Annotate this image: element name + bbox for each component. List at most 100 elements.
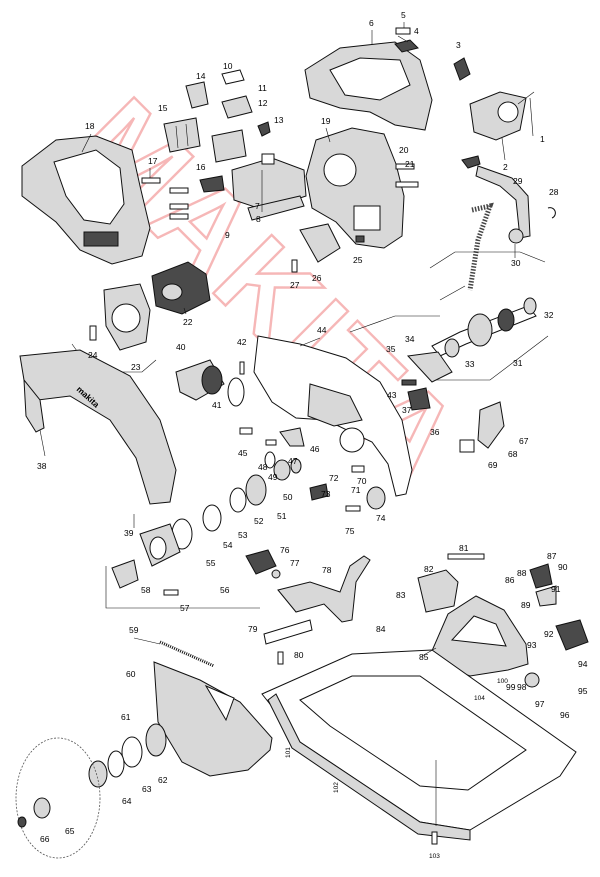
label-27: 27 (290, 280, 300, 290)
label-104: 104 (474, 695, 485, 702)
bearing-box-55 (139, 523, 181, 567)
label-80: 80 (294, 650, 304, 660)
label-68: 68 (508, 449, 518, 459)
label-87: 87 (547, 551, 557, 561)
label-97: 97 (535, 699, 545, 709)
part-labels: 1 2 3 4 5 6 7 8 9 10 11 12 13 14 15 16 1… (37, 10, 588, 860)
label-50: 50 (283, 492, 293, 502)
ring-62 (121, 736, 143, 768)
label-1: 1 (540, 134, 545, 144)
label-74: 74 (376, 513, 386, 523)
label-9: 9 (225, 230, 230, 240)
label-78: 78 (322, 565, 332, 575)
label-39: 39 (124, 528, 134, 538)
label-103: 103 (429, 853, 440, 860)
screw-group-5-4 (395, 27, 411, 43)
label-28: 28 (549, 187, 559, 197)
base-plate-102 (261, 649, 577, 841)
bolt-69 (459, 439, 475, 453)
label-86: 86 (505, 575, 515, 585)
label-82: 82 (424, 564, 434, 574)
bevel-base-85 (427, 595, 529, 677)
screw-27 (291, 259, 298, 273)
label-33: 33 (465, 359, 475, 369)
label-6: 6 (369, 18, 374, 28)
label-66: 66 (40, 834, 50, 844)
label-21: 21 (405, 159, 415, 169)
knob-93 (555, 619, 589, 651)
flange-64 (88, 760, 108, 788)
retaining-ring-28 (547, 207, 556, 219)
leader-lines (39, 22, 534, 826)
motor-housing-19 (305, 127, 405, 249)
label-77: 77 (290, 558, 300, 568)
bearing-30 (508, 228, 524, 244)
stator-22 (151, 261, 211, 315)
label-40: 40 (176, 342, 186, 352)
label-92: 92 (544, 629, 554, 639)
handle-set-18 (21, 135, 151, 265)
label-95: 95 (578, 686, 588, 696)
group-box-top-right (429, 251, 546, 301)
label-60: 60 (126, 669, 136, 679)
label-96: 96 (560, 710, 570, 720)
spring-37 (401, 379, 417, 386)
label-53: 53 (238, 530, 248, 540)
safety-cover-60 (153, 661, 273, 777)
controller-8 (231, 153, 307, 211)
label-35: 35 (386, 344, 396, 354)
screw-75 (345, 505, 361, 512)
bolt-81 (447, 553, 485, 560)
label-93: 93 (527, 640, 537, 650)
label-4: 4 (414, 26, 419, 36)
plate-26 (299, 223, 341, 263)
depth-guide-78 (277, 555, 371, 623)
label-7: 7 (255, 201, 260, 211)
label-13: 13 (274, 115, 284, 125)
label-100: 100 (497, 678, 508, 685)
label-46: 46 (310, 444, 320, 454)
knob-90 (529, 563, 553, 589)
bolt-66 (17, 816, 27, 828)
collar-74 (366, 486, 386, 510)
label-43: 43 (387, 390, 397, 400)
switch-10 (221, 69, 245, 85)
gear-50 (290, 458, 302, 474)
label-62: 62 (158, 775, 168, 785)
label-69: 69 (488, 460, 498, 470)
bearing-53 (202, 504, 222, 532)
label-15: 15 (158, 103, 168, 113)
ring-61 (145, 723, 167, 757)
label-71: 71 (351, 485, 361, 495)
label-73: 73 (321, 489, 331, 499)
gear-51 (245, 474, 267, 506)
spring-59 (159, 640, 215, 668)
label-70: 70 (357, 476, 367, 486)
label-31: 31 (513, 358, 523, 368)
lever-72 (309, 483, 329, 501)
label-90: 90 (558, 562, 568, 572)
label-29: 29 (513, 176, 523, 186)
blade-case-38: makita (19, 349, 177, 505)
label-2: 2 (503, 162, 508, 172)
label-83: 83 (396, 590, 406, 600)
gear-49 (273, 459, 291, 481)
group-box-rotor (349, 315, 549, 381)
label-72: 72 (329, 473, 339, 483)
lever-68 (477, 401, 505, 449)
label-12: 12 (258, 98, 268, 108)
screw-80 (277, 651, 284, 665)
label-10: 10 (223, 61, 233, 71)
group-box-spindle (105, 566, 260, 609)
label-102: 102 (333, 782, 340, 793)
label-37: 37 (402, 405, 412, 415)
label-32: 32 (544, 310, 554, 320)
label-17: 17 (148, 156, 158, 166)
label-42: 42 (237, 337, 247, 347)
field-switch-2 (469, 91, 535, 141)
screw-57 (163, 589, 179, 596)
screw-24 (89, 325, 97, 341)
label-98: 98 (517, 682, 527, 692)
label-79: 79 (248, 624, 258, 634)
